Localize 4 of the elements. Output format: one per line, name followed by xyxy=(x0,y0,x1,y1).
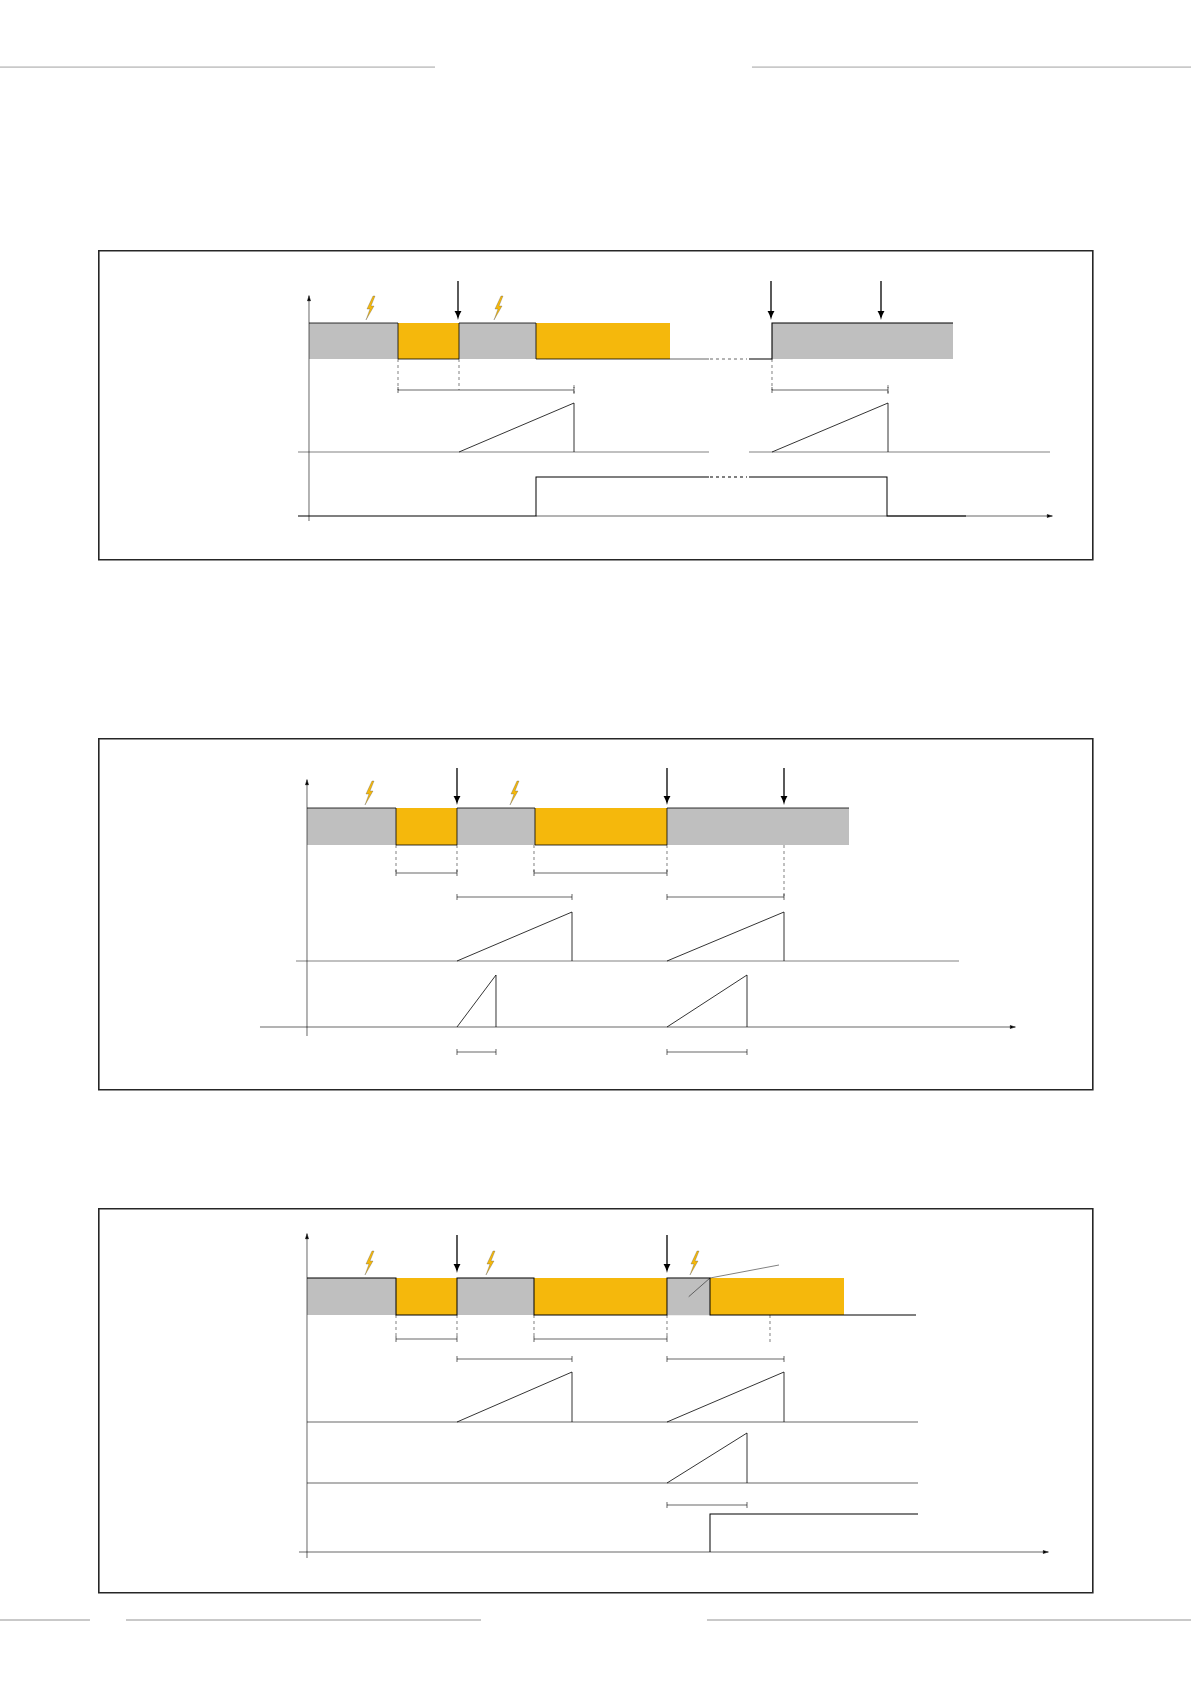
panel-frame xyxy=(98,738,1094,1091)
panel-frame xyxy=(98,250,1094,561)
leader-line xyxy=(688,1264,780,1297)
panel-frame xyxy=(98,1208,1094,1594)
